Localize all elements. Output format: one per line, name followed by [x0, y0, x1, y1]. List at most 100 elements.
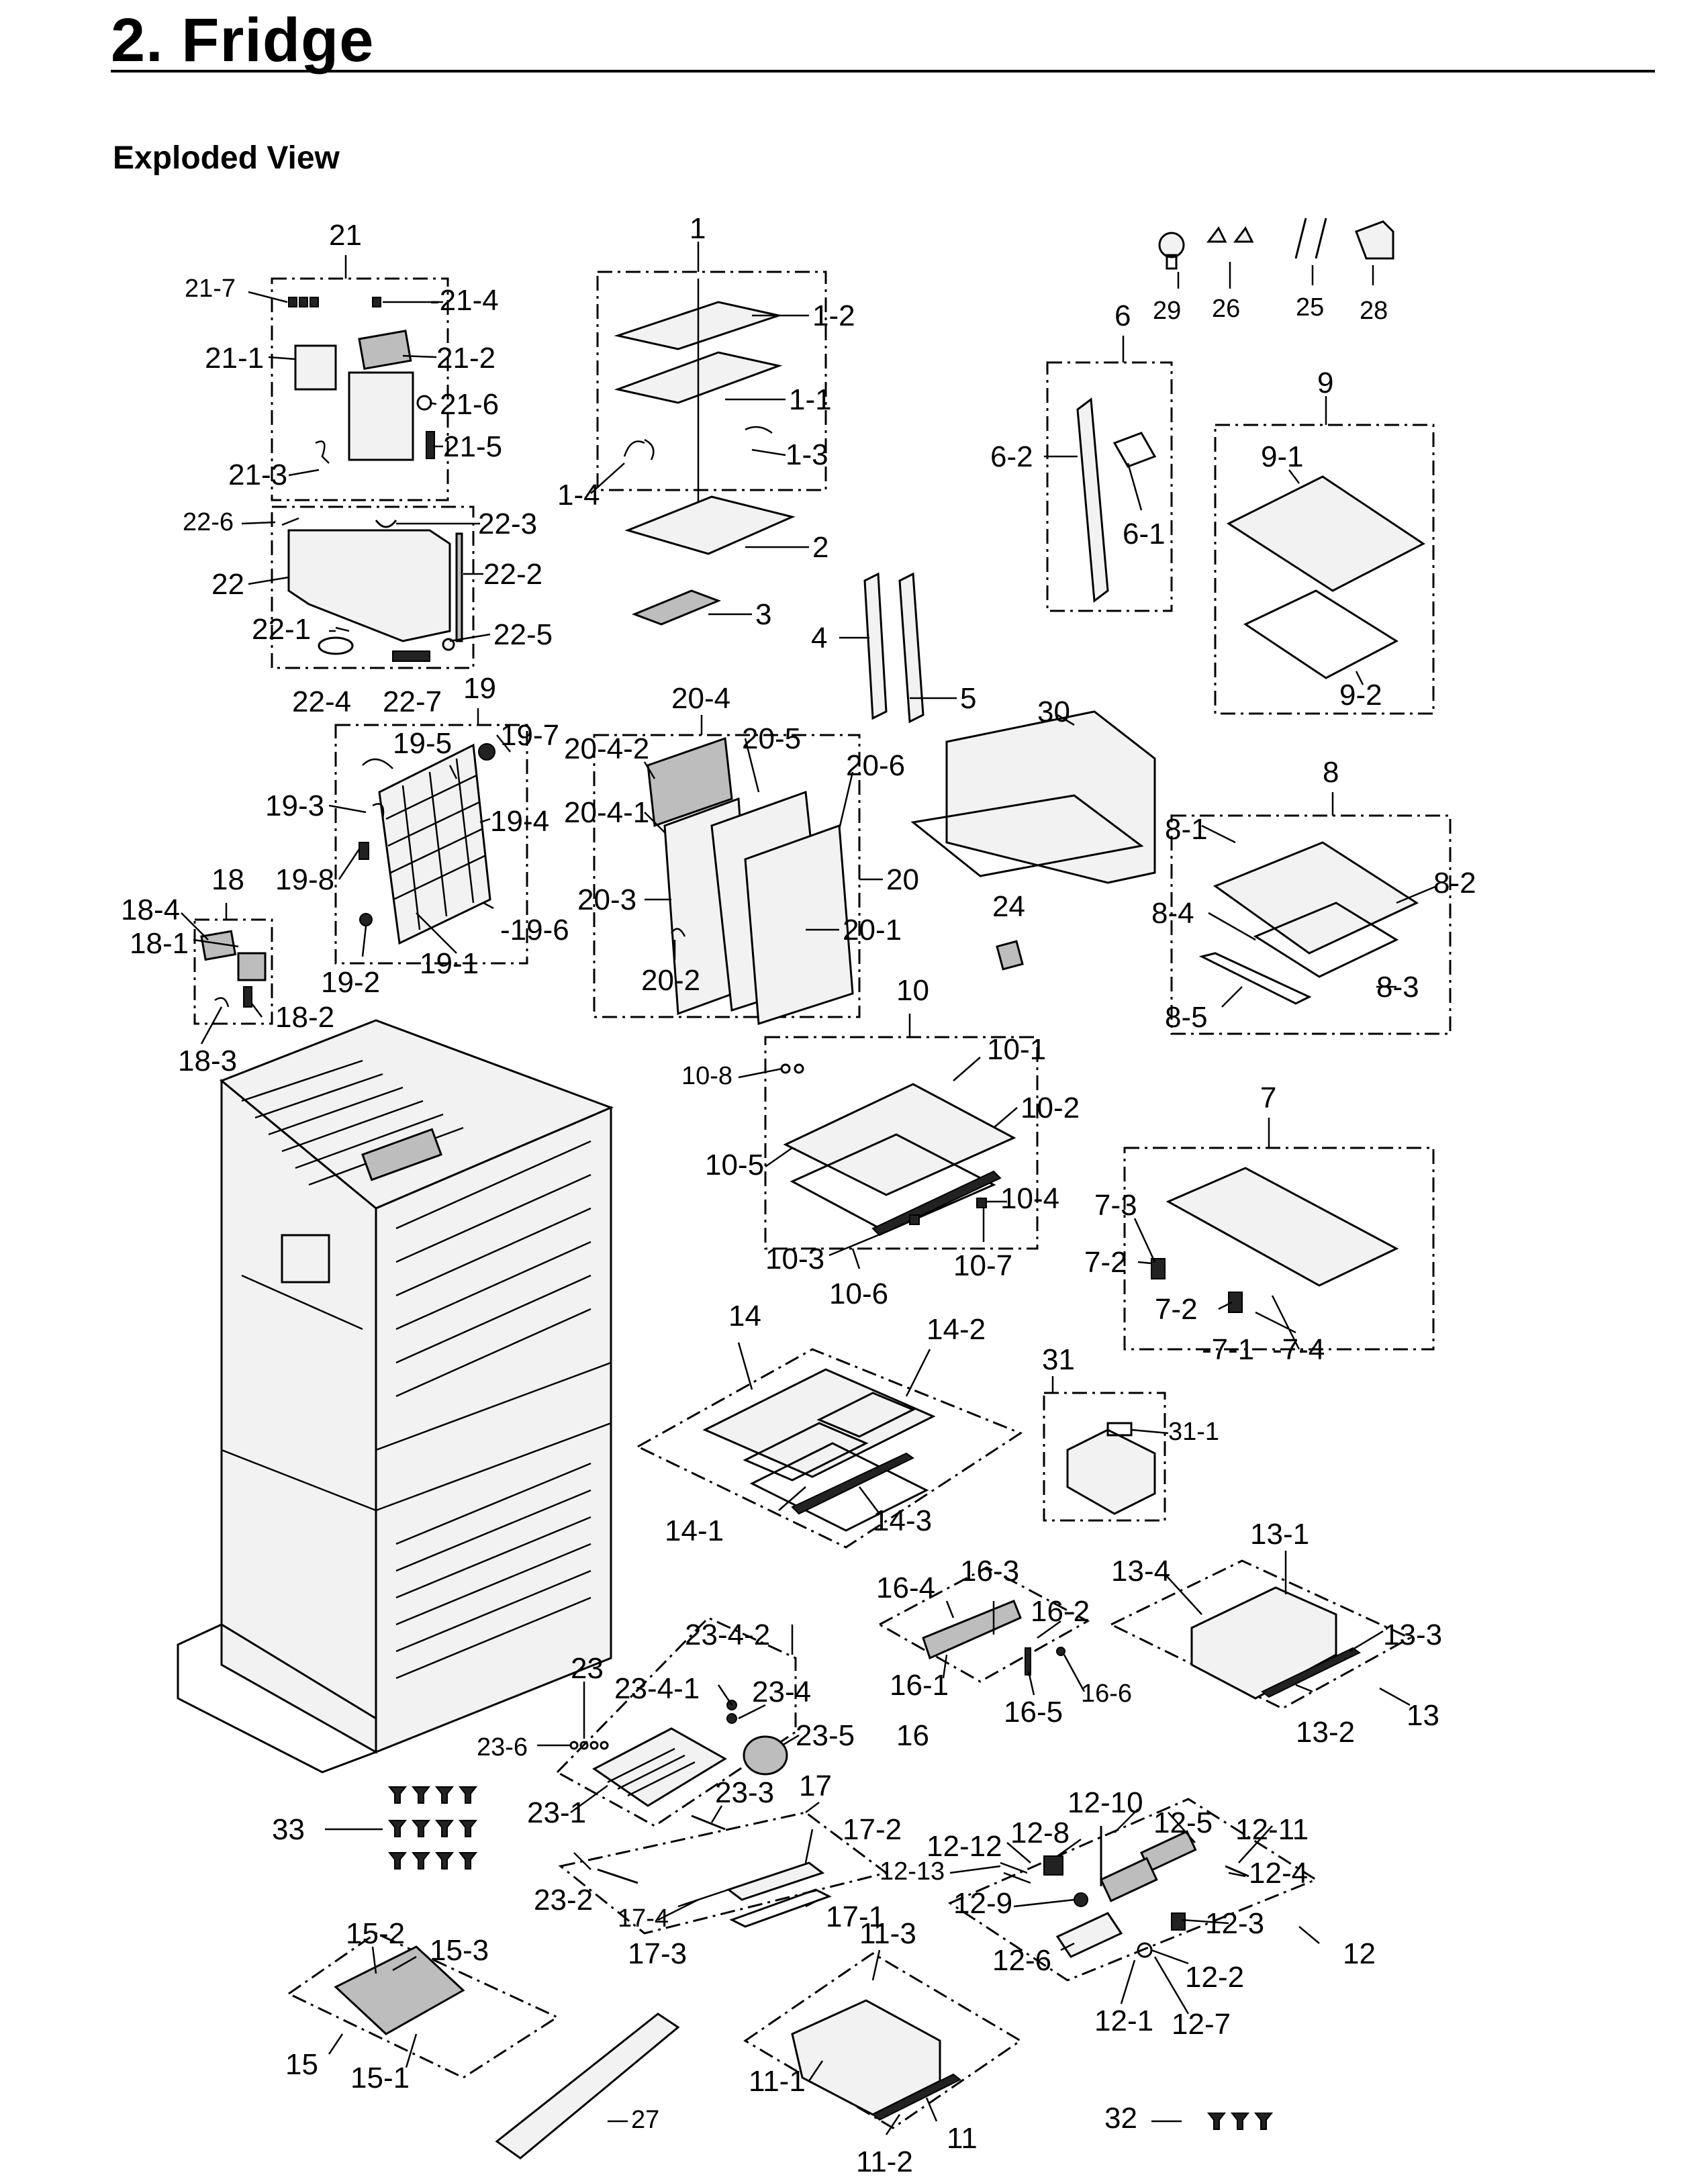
label-20-1: 20-1: [843, 914, 902, 947]
label-23: 23: [571, 1652, 604, 1685]
label-8-4: 8-4: [1151, 897, 1194, 930]
label-31-1: 31-1: [1168, 1418, 1219, 1446]
group-13-parts: [1190, 1586, 1361, 1700]
label-1-2: 1-2: [812, 299, 855, 332]
page-heading: 2. Fridge: [111, 6, 375, 75]
label-32: 32: [1104, 2102, 1137, 2135]
label-13-3: 13-3: [1383, 1618, 1442, 1651]
label-12-10: 12-10: [1068, 1786, 1143, 1819]
label-17-4: 17-4: [618, 1904, 669, 1933]
group-box-7: [1123, 1147, 1435, 1351]
label-3: 3: [755, 598, 771, 631]
label-22-6: 22-6: [183, 508, 234, 536]
label-2: 2: [812, 531, 828, 564]
group-20-parts: [647, 736, 854, 1026]
label-20-4-1: 20-4-1: [564, 796, 649, 829]
label-23-6: 23-6: [477, 1733, 528, 1761]
group-7-parts: [1151, 1167, 1399, 1313]
label-23-4: 23-4: [752, 1676, 811, 1708]
label-10-4: 10-4: [1000, 1182, 1059, 1215]
group-box-22: [271, 505, 475, 669]
group-1-parts: [614, 279, 796, 626]
label-18-2: 18-2: [275, 1001, 334, 1034]
group-box-20: [593, 734, 861, 1018]
label-22-2: 22-2: [483, 558, 542, 591]
label-21-5: 21-5: [443, 430, 502, 463]
label-21-3: 21-3: [228, 458, 287, 491]
label-8-5: 8-5: [1165, 1001, 1208, 1034]
label-19-7: 19-7: [500, 719, 559, 752]
label-23-2: 23-2: [534, 1884, 593, 1917]
label-18: 18: [211, 863, 244, 896]
label-18-4: 18-4: [121, 893, 180, 926]
label-6: 6: [1114, 299, 1131, 332]
label-20-5: 20-5: [742, 722, 801, 755]
group-box-10: [764, 1036, 1039, 1250]
group-box-31: [1043, 1392, 1166, 1522]
label-8-2: 8-2: [1433, 867, 1476, 900]
label-7: 7: [1260, 1081, 1276, 1114]
label-12-5: 12-5: [1153, 1806, 1213, 1839]
label-19-6: -19-6: [500, 914, 569, 947]
label-1-3: 1-3: [786, 438, 828, 471]
screw-set-32: [1206, 2113, 1274, 2130]
label-23-4-2: 23-4-2: [685, 1618, 770, 1651]
label-22-7: 22-7: [383, 685, 442, 718]
label-7-4: -7-4: [1272, 1333, 1325, 1366]
label-14: 14: [728, 1300, 761, 1332]
label-19-3: 19-3: [265, 789, 324, 822]
label-4: 4: [811, 622, 827, 655]
group-9-parts: [1226, 475, 1425, 679]
label-12-2: 12-2: [1185, 1961, 1244, 1994]
label-12-4: 12-4: [1249, 1857, 1308, 1890]
label-10-1: 10-1: [987, 1033, 1046, 1066]
label-23-1: 23-1: [527, 1796, 586, 1829]
group-18-parts: [200, 930, 267, 1008]
label-11-2: 11-2: [856, 2145, 913, 2178]
label-8-3: 8-3: [1376, 971, 1419, 1004]
label-11-1: 11-1: [749, 2065, 806, 2098]
leader-lines: [181, 242, 1437, 2135]
group-6-parts: [1076, 397, 1157, 603]
callout-labels: 21 21-7 -21-4 21-1 21-2 21-6 21-5 21-3 2…: [121, 212, 1476, 2178]
label-19-2: 19-2: [321, 966, 380, 999]
label-12-7: 12-7: [1172, 2008, 1231, 2041]
part-30: [910, 710, 1156, 884]
label-15-2: 15-2: [346, 1917, 405, 1950]
label-6-2: 6-2: [990, 440, 1033, 473]
label-10-2: 10-2: [1021, 1092, 1080, 1124]
label-20-4: 20-4: [671, 682, 730, 715]
label-12-13: 12-13: [880, 1857, 945, 1886]
group-box-8: [1170, 814, 1452, 1035]
label-21-7: 21-7: [185, 275, 236, 303]
label-11: 11: [947, 2122, 978, 2155]
label-33: 33: [272, 1813, 305, 1846]
label-6-1: 6-1: [1123, 518, 1166, 550]
group-box-16: [877, 1566, 1090, 1683]
label-16-4: 16-4: [876, 1571, 935, 1604]
label-22-5: 22-5: [493, 618, 553, 651]
label-13-4: 13-4: [1111, 1555, 1170, 1588]
label-8: 8: [1323, 756, 1339, 789]
label-28: 28: [1360, 297, 1388, 325]
label-24: 24: [992, 890, 1025, 923]
label-12-6: 12-6: [992, 1944, 1051, 1977]
label-17-2: 17-2: [843, 1813, 902, 1846]
label-22: 22: [211, 568, 244, 601]
small-parts-25-29: [1158, 217, 1394, 270]
label-16: 16: [896, 1719, 929, 1752]
label-19-4: 19-4: [490, 805, 549, 838]
label-26: 26: [1212, 295, 1240, 323]
label-25: 25: [1296, 293, 1324, 322]
screw-set-33: [387, 1786, 478, 1870]
label-16-1: 16-1: [890, 1669, 949, 1702]
label-14-3: 14-3: [873, 1504, 932, 1537]
label-20-2: 20-2: [641, 964, 700, 997]
label-13-2: 13-2: [1296, 1716, 1355, 1749]
label-12-3: 12-3: [1205, 1907, 1264, 1940]
group-19-parts: [359, 743, 495, 945]
part-27: [495, 2013, 680, 2160]
group-23-parts: [569, 1700, 788, 1884]
section-heading: Exploded View: [113, 140, 340, 176]
label-16-2: 16-2: [1031, 1595, 1090, 1628]
